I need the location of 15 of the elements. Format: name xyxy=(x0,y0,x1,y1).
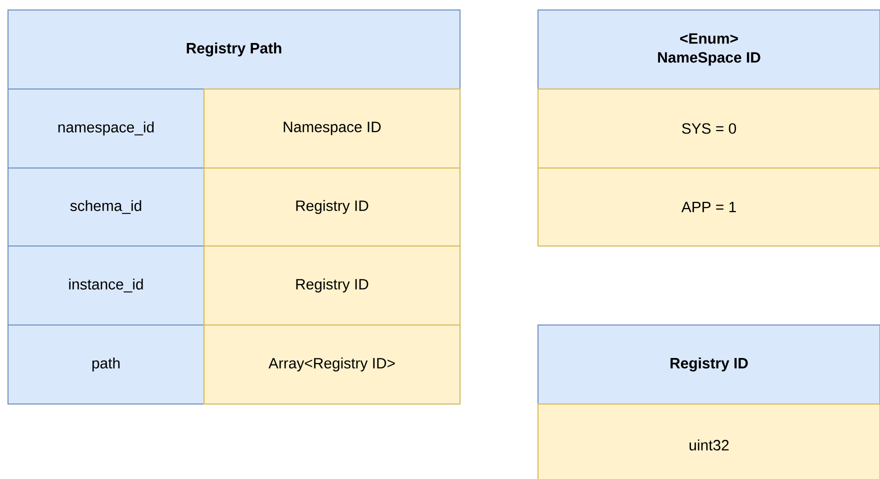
enum-value-cell: APP = 1 xyxy=(538,168,880,246)
field-name-cell: schema_id xyxy=(8,168,204,246)
table-header: <Enum> NameSpace ID xyxy=(538,10,880,90)
field-name-cell: namespace_id xyxy=(8,88,204,168)
node-label: SYS = 0 xyxy=(682,123,736,134)
field-name-cell: path xyxy=(8,324,204,404)
field-type-cell: Registry ID xyxy=(204,168,460,246)
field-type-cell: Namespace ID xyxy=(204,88,460,168)
field-type-cell: Registry ID xyxy=(204,246,460,326)
table-header: Registry ID xyxy=(538,324,880,404)
field-name-cell: instance_id xyxy=(8,246,204,326)
field-type-cell: Array<Registry ID> xyxy=(204,324,460,404)
node-label: APP = 1 xyxy=(681,202,736,212)
type-cell: uint32 xyxy=(538,404,880,479)
enum-value-cell: SYS = 0 xyxy=(538,88,880,168)
